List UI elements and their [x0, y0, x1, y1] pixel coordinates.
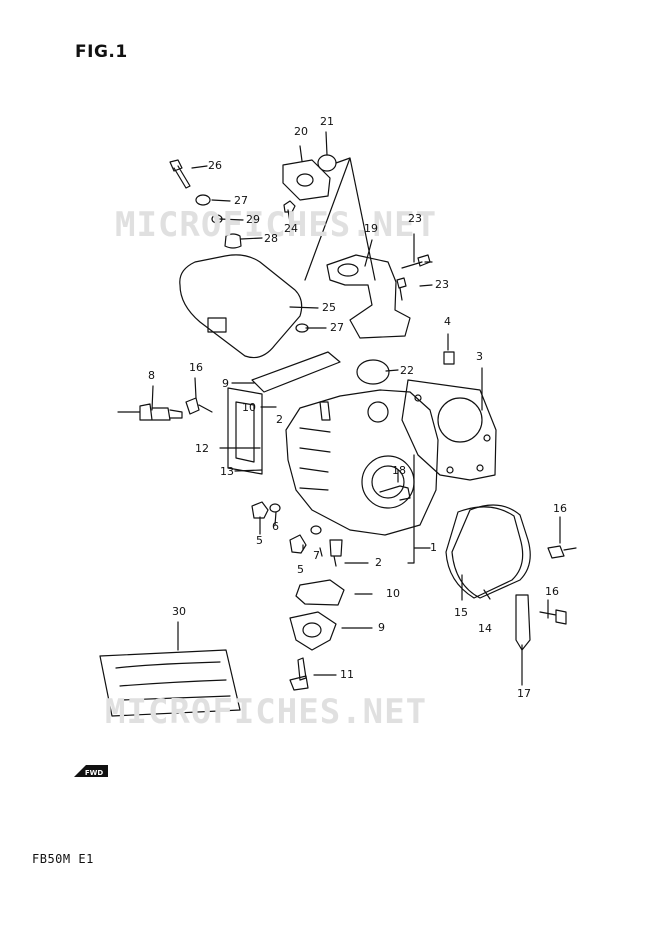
oring-21	[317, 154, 337, 172]
washer-6	[269, 503, 281, 513]
model-code: FB50M E1	[32, 852, 94, 866]
callout-17: 17	[517, 687, 531, 700]
gasket-3	[401, 379, 497, 481]
callout-1: 1	[430, 541, 437, 554]
callout-25: 25	[322, 301, 336, 314]
bolt-26	[169, 159, 191, 189]
nut-24	[283, 200, 296, 213]
cover-14	[451, 504, 531, 599]
callout-12: 12	[195, 442, 209, 455]
callout-5: 5	[256, 534, 263, 547]
callout-7: 7	[313, 549, 320, 562]
washer-7	[310, 525, 322, 535]
callout-16: 16	[189, 361, 203, 374]
spark-plug-8	[117, 403, 183, 421]
callout-15: 15	[454, 606, 468, 619]
nut-29	[211, 214, 223, 224]
callout-6: 6	[272, 520, 279, 533]
callout-30: 30	[172, 605, 186, 618]
dowel-4	[443, 351, 455, 365]
bolt-16a	[185, 397, 213, 415]
callout-3: 3	[476, 350, 483, 363]
fwd-label: FWD	[85, 769, 104, 777]
callout-10b: 10	[386, 587, 400, 600]
callout-26: 26	[208, 159, 222, 172]
callout-9: 9	[222, 377, 229, 390]
callout-10: 10	[242, 401, 256, 414]
washer-27	[195, 194, 211, 206]
bolt-18	[379, 485, 411, 501]
head-cover	[179, 254, 303, 359]
bolt-23b	[396, 277, 407, 301]
callout-23b: 23	[435, 278, 449, 291]
leader-lines	[151, 131, 561, 686]
gasket-10	[295, 579, 345, 606]
callout-23: 23	[408, 212, 422, 225]
callout-24: 24	[284, 222, 298, 235]
pin-2	[329, 539, 343, 567]
cap-28	[224, 233, 242, 249]
figure-title: FIG.1	[75, 42, 128, 62]
bracket-20-21	[304, 157, 376, 281]
callout-18: 18	[392, 464, 406, 477]
side-cover-12-13	[227, 387, 263, 475]
bracket-17	[515, 594, 531, 651]
bolt-23a	[401, 254, 431, 269]
callout-29: 29	[246, 213, 260, 226]
callout-2b: 2	[375, 556, 382, 569]
callout-22: 22	[400, 364, 414, 377]
gasket-set-30	[99, 649, 241, 717]
callout-8: 8	[148, 369, 155, 382]
callout-16b: 16	[553, 502, 567, 515]
forward-arrow-icon: FWD	[72, 763, 110, 781]
gasket-15	[445, 506, 524, 599]
callout-28: 28	[264, 232, 278, 245]
oring-22	[356, 359, 390, 385]
callout-16c: 16	[545, 585, 559, 598]
rocker-arm-9	[251, 351, 341, 393]
washer-27b	[295, 323, 309, 333]
nut-5b	[289, 534, 307, 554]
flange-20	[282, 159, 331, 201]
callout-20: 20	[294, 125, 308, 138]
callout-4: 4	[444, 315, 451, 328]
callout-2: 2	[276, 413, 283, 426]
bolt-16b	[547, 545, 577, 559]
callout-14: 14	[478, 622, 492, 635]
callout-27b: 27	[330, 321, 344, 334]
bolt-11	[289, 657, 309, 691]
holder-9	[289, 611, 337, 651]
callout-19: 19	[364, 222, 378, 235]
intake-pipe-19	[326, 254, 411, 339]
callout-9b: 9	[378, 621, 385, 634]
callout-5b: 5	[297, 563, 304, 576]
callout-27: 27	[234, 194, 248, 207]
callout-13: 13	[220, 465, 234, 478]
nut-5a	[251, 501, 269, 519]
cylinder-head-1	[285, 389, 439, 536]
callout-21: 21	[320, 115, 334, 128]
callout-11: 11	[340, 668, 354, 681]
bolt-16c	[539, 609, 567, 625]
